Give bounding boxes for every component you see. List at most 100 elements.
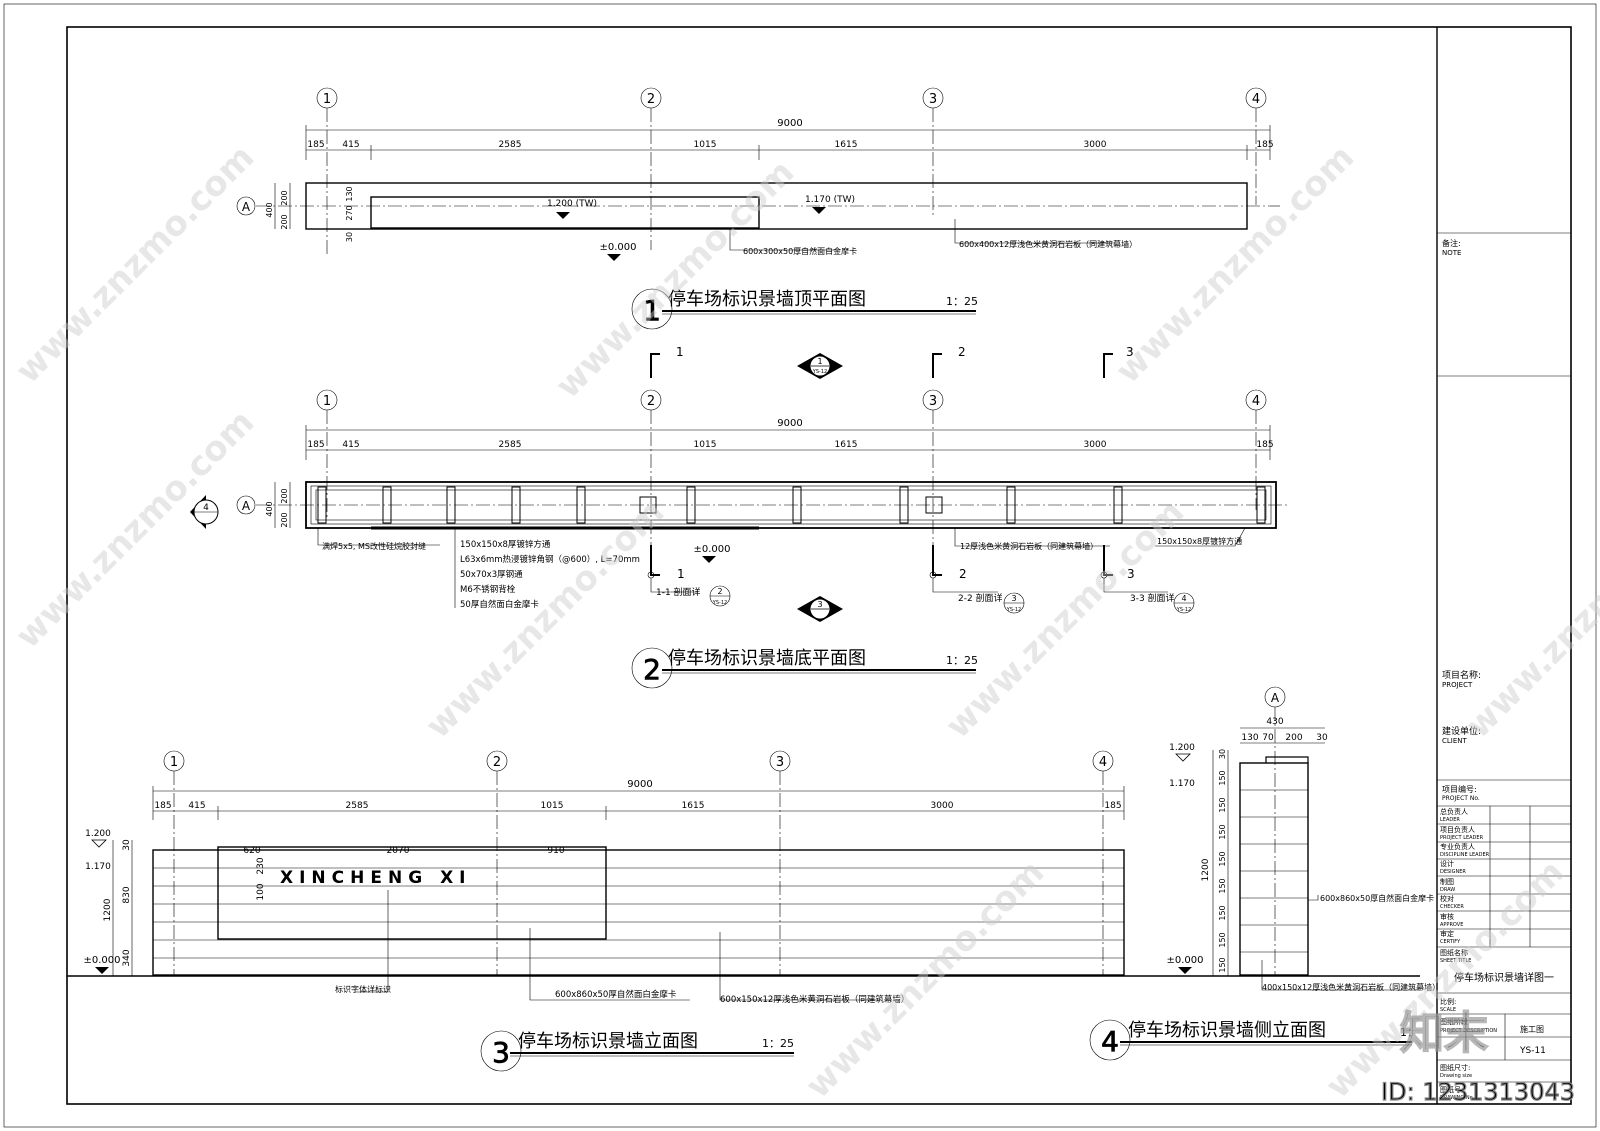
drawing-label: 4 [1101, 1025, 1119, 1058]
tb-project-cn: 项目名称: [1442, 669, 1481, 681]
drawing-label: 185 [307, 440, 324, 450]
dim-total: 9000 [777, 118, 802, 129]
drawing-label: 项目负责人 [1440, 825, 1475, 834]
drawing-label: 3 [776, 755, 784, 770]
drawing-label: DRAWING No. [1440, 1095, 1475, 1101]
drawing-label: APPROVE [1440, 922, 1463, 928]
view-title: 停车场标识景墙顶平面图 [668, 289, 866, 310]
drawing-label: 图纸尺寸: [1440, 1063, 1470, 1072]
drawing-label: 1015 [694, 440, 717, 450]
drawing-label: SHEET TITLE [1440, 958, 1471, 964]
drawing-label: 400 [265, 202, 274, 217]
axis-row-label: A [242, 200, 251, 214]
callout-top-ref: 1 [817, 357, 822, 366]
drawing-label: 620 [243, 846, 260, 856]
drawing-label: 1615 [682, 801, 705, 811]
drawing-label: 910 [547, 846, 564, 856]
drawing-label: PROJECT LEADER [1440, 835, 1484, 841]
note-plan2-3: 50x70x3厚钢通 [460, 569, 523, 580]
drawing-label: 150 [1218, 851, 1227, 866]
axis-label: 3 [929, 92, 937, 107]
axis-label: 1 [323, 92, 331, 107]
drawing-label: Drawing size [1440, 1073, 1472, 1079]
drawing-label: 200 [280, 488, 289, 503]
view-side-elevation: A 430 130 70 200 30 1200 30 150 150 150 … [1089, 686, 1440, 1061]
view-scale: 1：25 [946, 295, 978, 308]
drawing-label: 150 [1218, 797, 1227, 812]
drawing-label: www.znzmo.com [548, 152, 802, 406]
drawing-label: 审核 [1440, 912, 1454, 921]
callout-left-ref: 4 [203, 503, 209, 513]
drawing-label: 1：25 [762, 1037, 794, 1050]
view-number: 1 [643, 294, 661, 327]
drawing-label: YS-12 [712, 600, 727, 606]
wall-elevation [152, 849, 1125, 976]
drawing-label: YS-12 [1006, 607, 1021, 613]
note-side-1: 400x150x12厚浅色米黄洞石岩板（同建筑幕墙） [1262, 982, 1440, 992]
drawing-label: 施工图 [1520, 1024, 1544, 1034]
drawing-label: 150 [1218, 824, 1227, 839]
drawing-label: 415 [188, 801, 205, 811]
level-1170: 1.170 [85, 862, 111, 872]
drawing-label: DESIGNER [1440, 869, 1466, 875]
drawing-label: 图纸阶段 [1440, 1017, 1468, 1026]
axis-bubbles-plan1: 1 2 3 4 [316, 87, 1267, 109]
drawing-label: 9000 [777, 418, 802, 429]
drawing-label: DISCIPLINE LEADER [1440, 852, 1490, 858]
drawing-label: 3000 [931, 801, 954, 811]
drawing-label: 150 [1218, 957, 1227, 972]
axis-bubbles-plan2: 1 2 3 4 [316, 389, 1267, 411]
drawing-label: 340 [122, 949, 132, 966]
view-title: 停车场标识景墙立面图 [518, 1031, 698, 1052]
tb-note-cn: 备注: [1442, 238, 1461, 248]
level-tw1: 1.200 (TW) [547, 199, 597, 209]
drawing-label: 1 [676, 345, 684, 359]
drawing-label: 3-3 剖面详 [1130, 592, 1175, 604]
drawing-label: 3 [1011, 594, 1016, 603]
level-zero: ±0.000 [599, 242, 636, 253]
drawing-label: 3 [1127, 567, 1135, 581]
drawing-label: 150 [1218, 932, 1227, 947]
sign-panel [217, 846, 607, 940]
drawing-label: YS-12 [1176, 607, 1191, 613]
tb-sheet-title: 停车场标识景墙详图一 [1454, 971, 1554, 984]
drawing-label: A [1271, 691, 1280, 705]
drawing-label: 415 [342, 140, 359, 150]
drawing-label: 270 [345, 205, 354, 220]
note-plan2-right-a: 12厚浅色米黄洞石岩板（同建筑幕墙） [960, 541, 1098, 551]
axis-label: 4 [1252, 92, 1260, 107]
drawing-label: ±0.000 [693, 544, 730, 555]
watermark-layer: www.znzmo.com www.znzmo.com www.znzmo.co… [8, 137, 1600, 1106]
drawing-label: 415 [342, 440, 359, 450]
drawing-label: 1615 [835, 440, 858, 450]
axis-bubbles-elev: 1 2 3 4 [163, 750, 1114, 772]
drawing-label: 3 [1126, 345, 1134, 359]
watermark-logo: 知末 [1400, 1008, 1488, 1059]
view-bottom-plan: 1 2 3 4 9000 185 415 2585 1015 1615 3000… [190, 389, 1290, 689]
drawing-label: 1：25 [946, 654, 978, 667]
drawing-label: 1200 [103, 898, 113, 921]
drawing-label: 200 [280, 190, 289, 205]
drawing-label: www.znzmo.com [8, 137, 262, 391]
outer-frame [3, 3, 1597, 1128]
tb-client-cn: 建设单位: [1442, 725, 1481, 737]
drawing-label: 1.200 [1169, 743, 1195, 753]
drawing-label: 185 [154, 801, 171, 811]
note-plan1-b: 600x400x12厚浅色米黄洞石岩板（同建筑幕墙） [959, 239, 1137, 249]
drawing-label: 1 [170, 755, 178, 770]
sign-block-top [370, 196, 760, 229]
drawing-label: 专业负责人 [1440, 842, 1475, 851]
drawing-label: 130 [1241, 733, 1258, 743]
drawing-label: 审定 [1440, 929, 1454, 938]
drawing-label: 项目编号: [1442, 784, 1477, 794]
drawing-label: 185 [1256, 440, 1273, 450]
level-1200: 1.200 [85, 829, 111, 839]
note-plan2-4: M6不锈钢背栓 [460, 584, 516, 595]
drawing-label: 30 [1316, 733, 1328, 743]
note-plan2-2: L63x6mm热浸镀锌角钢（@600）, L=70mm [460, 554, 640, 565]
drawing-label: 150 [1218, 905, 1227, 920]
drawing-label: 2 [643, 653, 661, 686]
drawing-label: www.znzmo.com [938, 492, 1192, 746]
drawing-label: 185 [1104, 801, 1121, 811]
steel-posts [317, 486, 1266, 524]
